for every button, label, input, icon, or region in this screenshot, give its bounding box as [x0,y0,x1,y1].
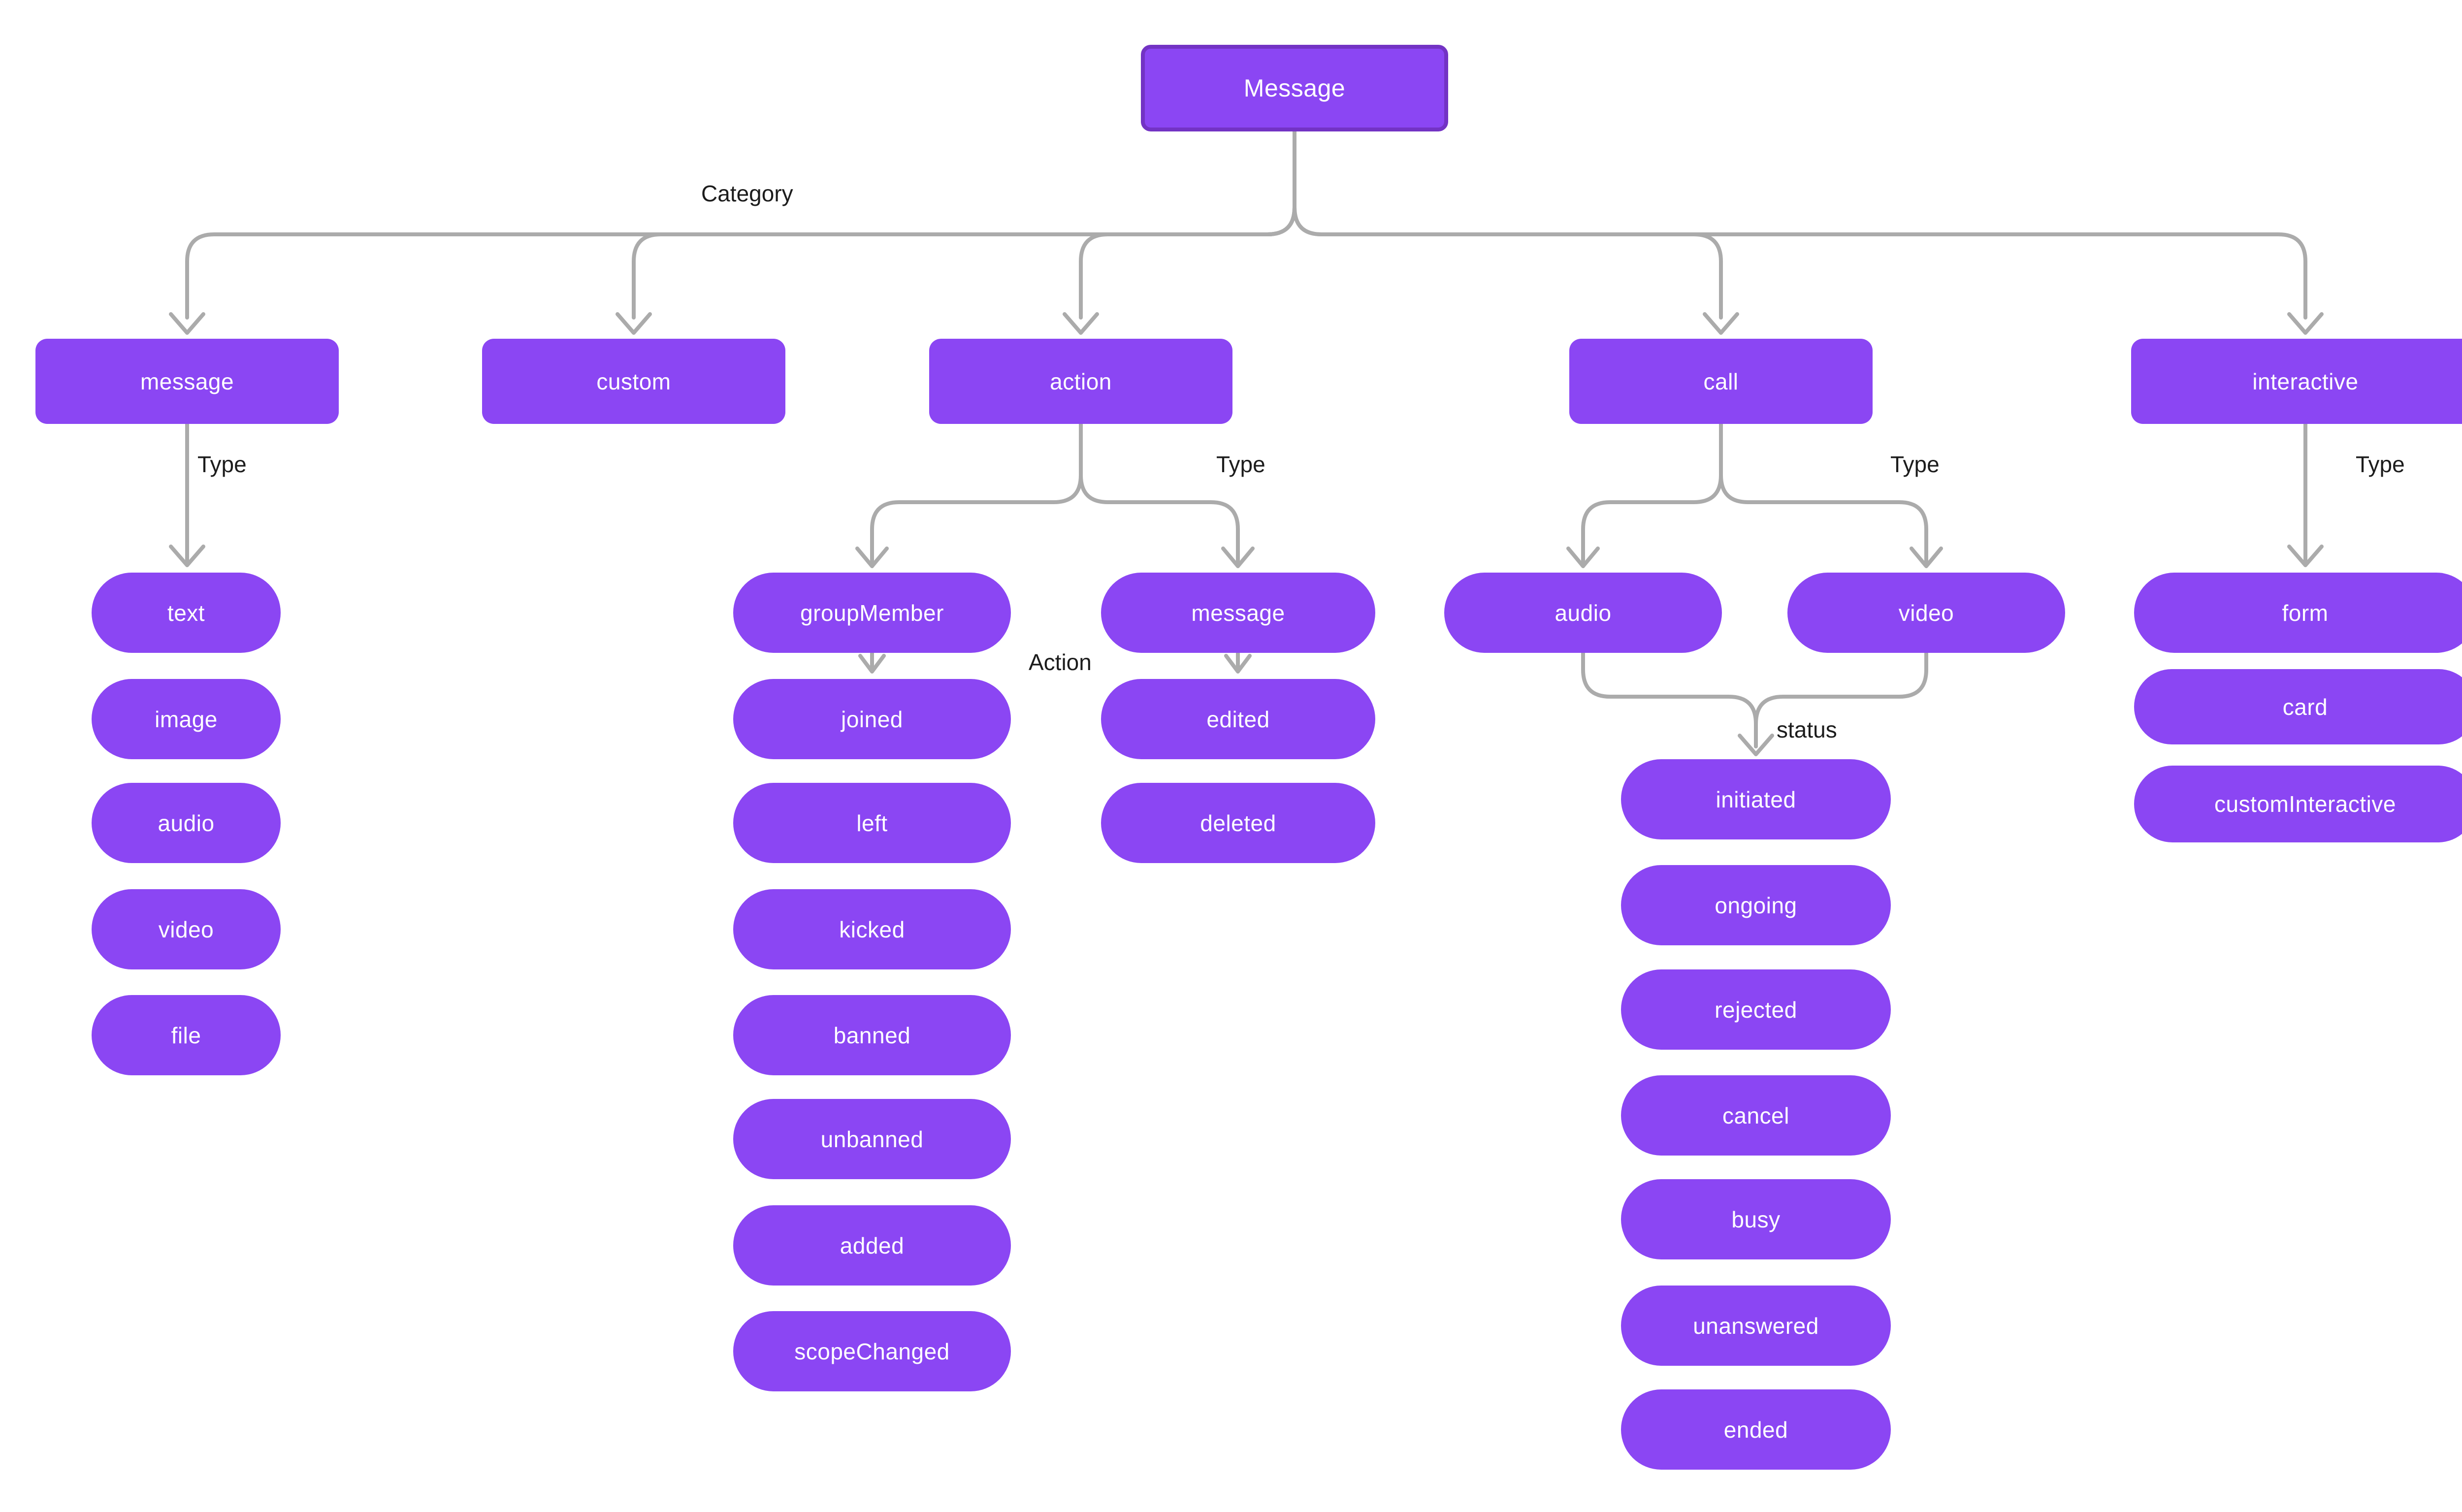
edge-interactive-form [2287,422,2324,567]
node-message-action-edited[interactable]: edited [1101,679,1375,759]
node-message-type-file[interactable]: file [92,995,281,1075]
node-call-status-cancel[interactable]: cancel [1621,1075,1891,1156]
node-call-status-initiated[interactable]: initiated [1621,759,1891,839]
edge-root-custom [616,129,1296,335]
node-action-type-groupmember[interactable]: groupMember [733,573,1011,653]
label-status: status [1777,717,1837,742]
edge-message-edited [1224,651,1252,674]
node-call-status-rejected[interactable]: rejected [1621,969,1891,1050]
node-interactive-type-form[interactable]: form [2134,573,2462,653]
node-interactive-type-custominteractive[interactable]: customInteractive [2134,766,2462,842]
label-type-action: Type [1216,451,1265,477]
node-category-call[interactable]: call [1569,339,1873,424]
edge-video-status [1754,651,1928,748]
node-call-status-ongoing[interactable]: ongoing [1621,865,1891,945]
edge-root-message [169,129,1296,335]
node-call-status-unanswered[interactable]: unanswered [1621,1286,1891,1366]
node-groupmember-added[interactable]: added [733,1205,1011,1286]
node-root-message[interactable]: Message [1141,45,1448,131]
node-category-action[interactable]: action [929,339,1232,424]
node-call-type-video[interactable]: video [1787,573,2065,653]
node-message-action-deleted[interactable]: deleted [1101,783,1375,863]
node-message-type-video[interactable]: video [92,889,281,969]
edge-action-groupmember [855,422,1083,568]
label-category: Category [701,181,793,206]
edge-message-text [169,422,205,567]
node-call-status-busy[interactable]: busy [1621,1179,1891,1259]
node-action-type-message[interactable]: message [1101,573,1375,653]
node-groupmember-joined[interactable]: joined [733,679,1011,759]
label-action: Action [1029,649,1092,675]
edge-groupmember-joined [858,651,886,674]
edge-audio-status [1581,651,1758,748]
edge-root-call [1293,129,1739,335]
node-category-message[interactable]: message [35,339,339,424]
label-type-interactive: Type [2356,451,2405,477]
node-call-status-ended[interactable]: ended [1621,1389,1891,1470]
node-category-interactive[interactable]: interactive [2131,339,2462,424]
edge-call-video [1719,422,1943,568]
node-interactive-type-card[interactable]: card [2134,669,2462,744]
node-call-type-audio[interactable]: audio [1444,573,1722,653]
label-type-call: Type [1890,451,1940,477]
node-message-type-image[interactable]: image [92,679,281,759]
edge-action-message [1079,422,1255,568]
node-groupmember-scopechanged[interactable]: scopeChanged [733,1311,1011,1391]
node-groupmember-banned[interactable]: banned [733,995,1011,1075]
node-category-custom[interactable]: custom [482,339,785,424]
label-type-message: Type [197,451,247,477]
edge-root-action [1063,129,1296,335]
edge-root-interactive [1293,129,2324,335]
node-groupmember-kicked[interactable]: kicked [733,889,1011,969]
edge-call-audio [1566,422,1723,568]
node-message-type-audio[interactable]: audio [92,783,281,863]
node-groupmember-left[interactable]: left [733,783,1011,863]
node-message-type-text[interactable]: text [92,573,281,653]
node-groupmember-unbanned[interactable]: unbanned [733,1099,1011,1179]
edge-status-arrowhead [1738,734,1774,756]
